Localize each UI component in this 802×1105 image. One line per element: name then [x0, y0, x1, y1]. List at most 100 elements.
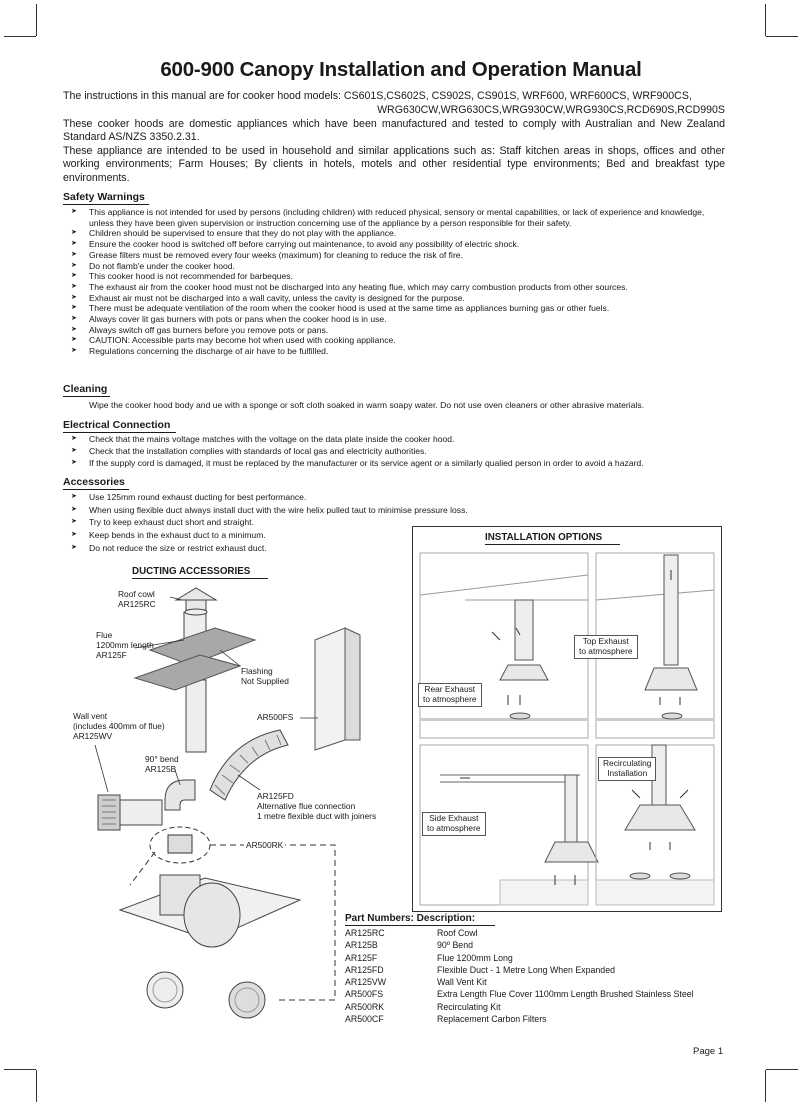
arrow-icon: ➤ [71, 282, 77, 290]
cleaning-heading: Cleaning [63, 383, 108, 395]
leader-lines [94, 596, 318, 793]
page-number: Page 1 [693, 1046, 724, 1057]
flexible-duct-illustration [209, 729, 289, 801]
arrow-icon: ➤ [71, 459, 77, 467]
list-item: ➤Do not flamb'e under the cooker hood. [71, 260, 235, 271]
part-numbers-rule [345, 925, 495, 926]
list-item: ➤If the supply cord is damaged, it must … [71, 458, 644, 469]
ducting-heading-rule [132, 578, 268, 579]
arrow-icon: ➤ [71, 272, 77, 280]
arrow-icon: ➤ [71, 240, 77, 248]
arrow-icon: ➤ [71, 315, 77, 323]
bend-illustration [164, 779, 196, 811]
list-item: ➤Use 125mm round exhaust ducting for bes… [71, 492, 307, 502]
installation-heading-rule [485, 544, 620, 545]
crop-mark [766, 36, 798, 37]
safety-heading-rule [63, 204, 149, 205]
arrow-icon: ➤ [71, 531, 77, 539]
accessories-heading-rule [63, 489, 129, 490]
carbon-filter-illustration [146, 971, 266, 1019]
arrow-icon: ➤ [71, 325, 77, 333]
arrow-icon: ➤ [71, 208, 77, 215]
crop-mark [4, 36, 36, 37]
side-exhaust-label: Side Exhaust to atmosphere [422, 812, 486, 836]
side-exhaust-illustration [419, 744, 599, 906]
list-item: ➤Always cover lit gas burners with pots … [71, 314, 387, 325]
recirculating-label: Recirculating Installation [598, 757, 657, 781]
flashing-label: Flashing Not Supplied [241, 666, 289, 686]
list-item: ➤Grease filters must be removed every fo… [71, 249, 463, 260]
cleaning-heading-rule [63, 396, 110, 397]
arrow-icon: ➤ [71, 261, 77, 269]
electrical-heading: Electrical Connection [63, 419, 171, 431]
electrical-heading-rule [63, 432, 176, 433]
rear-exhaust-illustration [419, 552, 589, 739]
top-exhaust-illustration [595, 552, 715, 739]
flue-label: Flue 1200mm length AR125F [96, 630, 154, 660]
ducting-accessories-heading: DUCTING ACCESSORIES [132, 566, 251, 577]
list-item: ➤Regulations concerning the discharge of… [71, 346, 329, 357]
safety-list: ➤This appliance is not intended for used… [63, 207, 725, 357]
roof-cowl-illustration [174, 587, 218, 611]
list-item: ➤Try to keep exhaust duct short and stra… [71, 517, 254, 528]
crop-mark [36, 1070, 37, 1102]
list-item: ➤Ensure the cooker hood is switched off … [71, 239, 520, 250]
intro-models-line1: The instructions in this manual are for … [63, 90, 692, 102]
crop-mark [765, 4, 766, 36]
list-item: ➤Check that the mains voltage matches wi… [71, 434, 455, 444]
arrow-icon: ➤ [71, 446, 77, 454]
crop-mark [765, 1070, 766, 1102]
part-numbers-heading: Part Numbers: Description: [345, 913, 476, 924]
roof-cowl-label: Roof cowl AR125RC [118, 589, 156, 609]
wall-vent-illustration [97, 794, 163, 831]
arrow-icon: ➤ [71, 293, 77, 301]
arrow-icon: ➤ [71, 435, 77, 442]
list-item: ➤This cooker hood is not recommended for… [71, 271, 293, 282]
electrical-list: ➤Check that the mains voltage matches wi… [63, 434, 725, 469]
arrow-icon: ➤ [71, 518, 77, 526]
accessories-heading: Accessories [63, 476, 125, 488]
wall-vent-label: Wall vent (includes 400mm of flue) AR125… [73, 711, 165, 741]
arrow-icon: ➤ [71, 336, 77, 344]
crop-mark [4, 1069, 36, 1070]
installation-options-heading: INSTALLATION OPTIONS [485, 532, 603, 543]
arrow-icon: ➤ [71, 250, 77, 258]
arrow-icon: ➤ [71, 347, 77, 355]
installation-options-panel [412, 526, 722, 912]
arrow-icon: ➤ [71, 304, 77, 312]
list-item: ➤Keep bends in the exhaust duct to a min… [71, 530, 266, 541]
intro-applications: These appliance are intended to be used … [63, 145, 725, 184]
list-item: ➤Exhaust air must not be discharged into… [71, 292, 465, 303]
list-item: ➤This appliance is not intended for used… [71, 207, 705, 228]
arrow-icon: ➤ [71, 493, 77, 500]
list-item: ➤When using flexible duct always install… [71, 504, 468, 515]
top-exhaust-label: Top Exhaust to atmosphere [574, 635, 638, 659]
hood-illustration [118, 874, 302, 948]
arrow-icon: ➤ [71, 505, 77, 513]
ar500rk-label: AR500RK [244, 840, 286, 851]
page-title: 600-900 Canopy Installation and Operatio… [160, 58, 642, 81]
list-item: ➤Children should be supervised to ensure… [71, 228, 397, 239]
flex-duct-label: AR125FD Alternative flue connection 1 me… [257, 791, 377, 821]
list-item: ➤Always switch off gas burners before yo… [71, 324, 329, 335]
accessories-list: ➤Use 125mm round exhaust ducting for bes… [63, 492, 725, 554]
list-item: ➤CAUTION: Accessible parts may become ho… [71, 335, 396, 346]
crop-mark [36, 4, 37, 36]
list-item: ➤There must be adequate ventilation of t… [71, 303, 610, 314]
list-item: ➤The exhaust air from the cooker hood mu… [71, 281, 628, 292]
intro-models-line2: WRG630CW,WRG630CS,WRG930CW,WRG930CS,RCD6… [377, 104, 725, 116]
intro-standards: These cooker hoods are domestic applianc… [63, 118, 725, 144]
flue-cover-illustration [314, 627, 361, 751]
safety-heading: Safety Warnings [63, 191, 145, 203]
crop-mark [766, 1069, 798, 1070]
list-item: ➤Do not reduce the size or restrict exha… [71, 542, 267, 553]
